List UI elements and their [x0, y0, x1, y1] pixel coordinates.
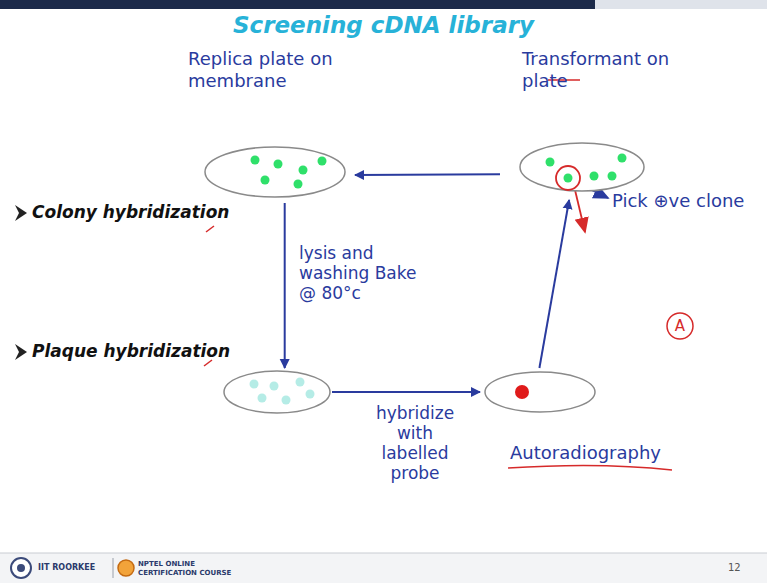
colony-dot	[282, 396, 291, 405]
signal-spot	[515, 385, 529, 399]
plate-node: Replica plate on membrane	[170, 48, 355, 203]
selected-colony-ring	[556, 166, 580, 190]
colony-dot	[306, 390, 315, 399]
colony-dot	[294, 180, 303, 189]
footer-divider	[113, 558, 114, 578]
colony-dot	[608, 172, 617, 181]
plate-heading: Transformant on plate	[522, 48, 690, 92]
bullet-arrow	[15, 205, 27, 221]
colony-dot	[618, 154, 627, 163]
iit-logo	[17, 564, 25, 572]
red-mark	[206, 226, 214, 232]
top-bar	[0, 0, 595, 9]
red-arrow	[575, 190, 585, 232]
step-note: Pick ⊕ve clone	[612, 190, 744, 211]
colony-dot	[296, 378, 305, 387]
plate-outline	[485, 372, 595, 412]
red-underline	[508, 465, 672, 470]
plate-node	[222, 368, 332, 416]
plate-outline	[520, 143, 644, 191]
plate-node: Transformant on plate	[500, 48, 692, 200]
step-label: hybridize with labelled probe	[360, 402, 470, 484]
process-arrow	[355, 173, 500, 176]
footer-bar	[0, 553, 767, 583]
colony-dot	[318, 157, 327, 166]
slide-title: Screening cDNA library	[0, 12, 767, 38]
page-number: 12	[728, 562, 741, 573]
process-arrow	[539, 200, 569, 368]
colony-dot	[299, 166, 308, 175]
nptel-logo	[118, 560, 134, 576]
petri-plate	[480, 368, 700, 488]
colony-dot	[270, 382, 279, 391]
colony-dot	[258, 394, 267, 403]
plate-heading: Autoradiography	[510, 442, 695, 464]
callout-circle	[667, 313, 693, 339]
footer-institute: IIT ROORKEE	[38, 563, 95, 572]
plate-outline	[205, 147, 345, 197]
colony-dot	[274, 160, 283, 169]
bullet-label: Colony hybridization	[32, 202, 229, 222]
plate-outline	[224, 371, 330, 413]
step-label: lysis and washing Bake @ 80°c	[296, 242, 420, 304]
footer-line	[0, 553, 767, 554]
process-arrow	[332, 391, 480, 393]
plate-node: Autoradiography	[480, 368, 700, 488]
bullet-arrow	[15, 344, 27, 360]
top-bar	[595, 0, 767, 9]
colony-dot	[261, 176, 270, 185]
iit-logo	[11, 558, 31, 578]
petri-plate	[222, 368, 332, 416]
footer-course: NPTEL ONLINE CERTIFICATION COURSE	[138, 560, 233, 578]
colony-dot	[564, 174, 573, 183]
callout-letter: A	[667, 315, 693, 337]
plate-heading: Replica plate on membrane	[188, 48, 348, 92]
process-arrow	[284, 203, 286, 368]
colony-dot	[546, 158, 555, 167]
colony-dot	[250, 380, 259, 389]
colony-dot	[590, 172, 599, 181]
bullet-label: Plaque hybridization	[32, 341, 230, 361]
colony-dot	[251, 156, 260, 165]
